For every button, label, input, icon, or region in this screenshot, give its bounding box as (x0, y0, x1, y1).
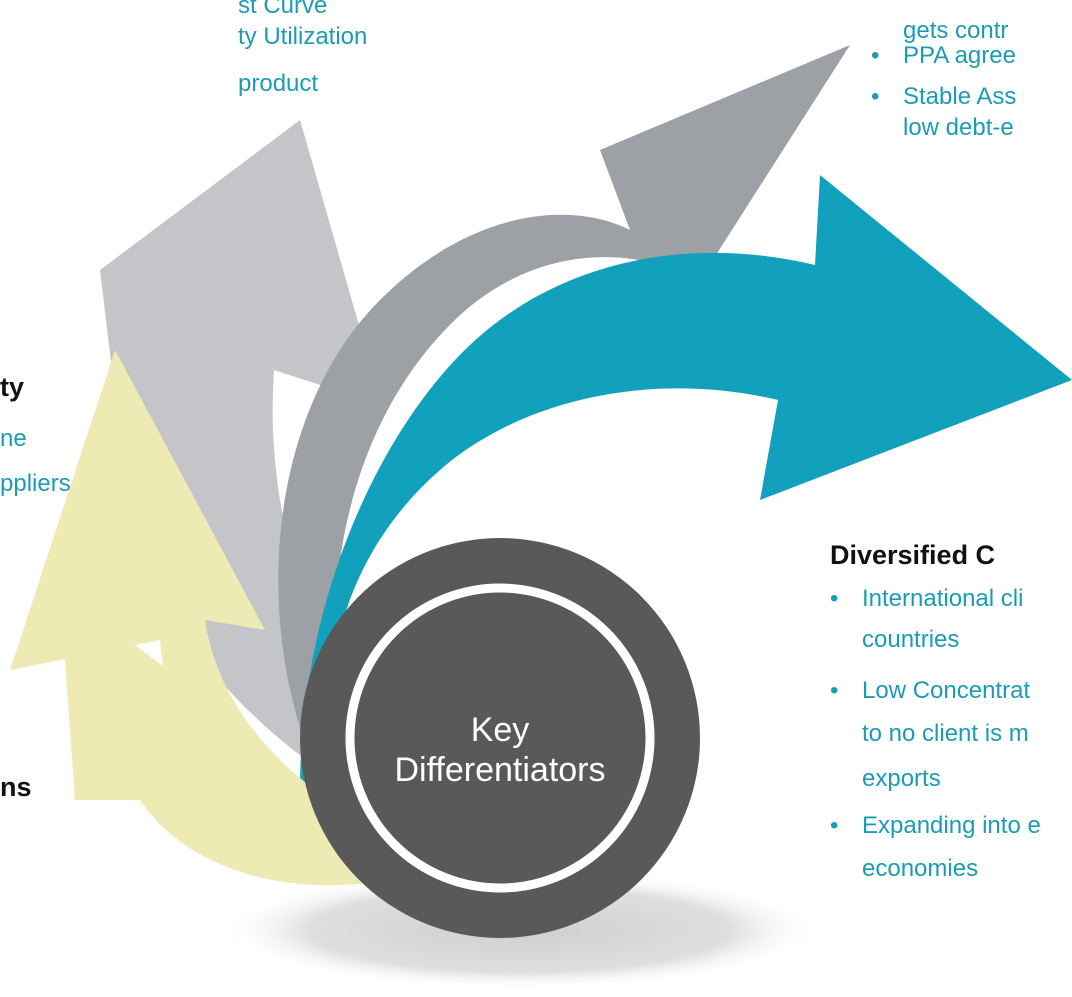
light-gray-arrow (100, 120, 400, 790)
left-middle-line2: ppliers (0, 470, 71, 497)
left-middle-line1: ne (0, 425, 27, 452)
bullet-dot: • (830, 585, 839, 612)
top-left-line1: st Curve (238, 0, 328, 19)
top-left-line2: ty Utilization (238, 23, 368, 50)
bullet-dot: • (830, 677, 839, 704)
right-bullet-3-line1: Expanding into e (862, 812, 1041, 839)
yellow-arrow-lower (60, 590, 390, 886)
right-bullet-1-line2: countries (862, 626, 960, 653)
teal-arrow (300, 175, 1072, 790)
bullet-dot: • (871, 42, 880, 69)
top-right-bullet2-line1: Stable Ass (903, 83, 1017, 110)
left-bottom-heading: ns (0, 772, 32, 802)
right-bullet-2: • Low Concentrat (830, 675, 1031, 706)
center-circle-outer (300, 538, 700, 938)
right-bullet-2-line1: Low Concentrat (862, 677, 1031, 704)
right-bullet-2-line3: exports (862, 765, 941, 792)
right-bullet-1: • International cli (830, 583, 1024, 614)
right-bullet-3: • Expanding into e (830, 810, 1041, 841)
yellow-arrow-upper (10, 350, 395, 880)
right-bullet-1-line1: International cli (862, 585, 1024, 612)
center-label-line2: Differentiators (394, 751, 606, 789)
top-right-bullet1: • PPA agree (871, 40, 1016, 71)
center-circle-ring (345, 583, 655, 893)
bullet-dot: • (871, 83, 880, 110)
top-left-line3: product (238, 70, 319, 97)
top-right-line1: gets contr (903, 17, 1009, 44)
right-section-heading: Diversified C (830, 540, 996, 570)
top-right-bullet2: • Stable Ass (871, 81, 1017, 112)
right-bullet-3-line2: economies (862, 855, 979, 882)
right-bullet-2-line2: to no client is m (862, 720, 1029, 747)
left-middle-heading: ty (0, 372, 25, 402)
top-right-bullet1-text: PPA agree (903, 42, 1016, 69)
center-label-line1: Key (470, 711, 530, 749)
bullet-dot: • (830, 812, 839, 839)
dark-gray-arrow (278, 45, 850, 800)
top-right-bullet2-line2: low debt-e (903, 114, 1014, 141)
center-label: Key Differentiators (355, 710, 645, 790)
